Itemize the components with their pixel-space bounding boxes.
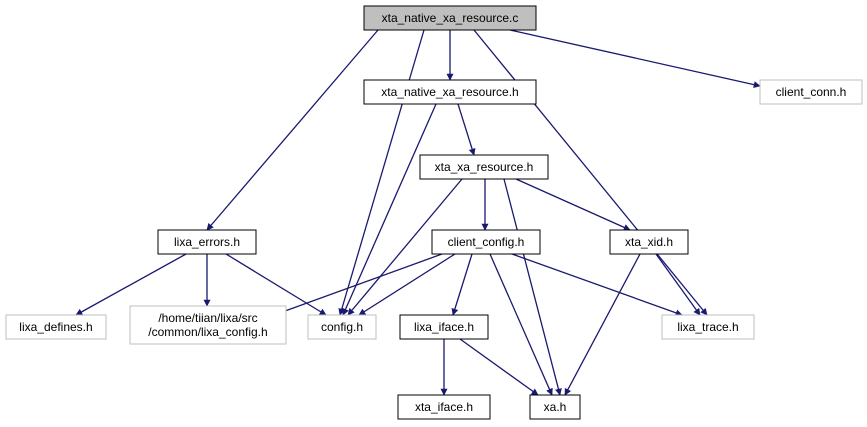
node-lixa-iface-h-box <box>399 314 489 340</box>
node-xta-iface-h-box <box>397 394 491 420</box>
node-lixa-errors-h[interactable]: lixa_errors.h <box>157 229 257 255</box>
node-xta-native-xa-resource-h-label: xta_native_xa_resource.h <box>381 85 518 99</box>
node-config-h-label: config.h <box>321 320 363 334</box>
node-xa-h[interactable]: xa.h <box>529 394 581 420</box>
node-config-h[interactable]: config.h <box>307 314 377 340</box>
edge-root-to-lixa-trace <box>473 29 708 316</box>
node-xta-iface-h[interactable]: xta_iface.h <box>397 394 491 420</box>
node-lixa-trace-h-label: lixa_trace.h <box>677 320 738 334</box>
node-xta-iface-h-label: xta_iface.h <box>415 400 473 414</box>
node-lixa-config-h[interactable]: /home/tiian/lixa/src/common/lixa_config.… <box>129 305 287 345</box>
edge-client-config-to-lixa-iface <box>451 253 473 316</box>
node-lixa-defines-h-box <box>5 314 107 340</box>
node-client-conn-h-box <box>759 79 863 105</box>
node-lixa-defines-h[interactable]: lixa_defines.h <box>5 314 107 340</box>
node-lixa-errors-h-label: lixa_errors.h <box>174 235 240 249</box>
node-lixa-iface-h[interactable]: lixa_iface.h <box>399 314 489 340</box>
edge-client-config-to-xa <box>489 253 553 396</box>
node-client-conn-h-label: client_conn.h <box>776 85 847 99</box>
node-xa-h-box <box>529 394 581 420</box>
node-xta-xa-resource-h-label: xta_xa_resource.h <box>435 160 534 174</box>
edge-xnar-h-to-xxr-h <box>457 103 476 156</box>
node-lixa-config-h-label: /common/lixa_config.h <box>148 325 267 339</box>
node-client-config-h-label: client_config.h <box>448 235 525 249</box>
node-lixa-config-h-label: /home/tiian/lixa/src <box>158 311 257 325</box>
edge-lixa-iface-to-xa <box>459 338 539 396</box>
node-xta-native-xa-resource-c-label: xta_native_xa_resource.c <box>382 11 519 25</box>
node-xta-native-xa-resource-c[interactable]: xta_native_xa_resource.c <box>363 5 537 31</box>
edge-xxr-h-to-config <box>347 178 463 316</box>
edge-xta-xid-to-xa <box>564 253 641 396</box>
node-lixa-trace-h[interactable]: lixa_trace.h <box>661 314 755 340</box>
edge-root-to-client-conn <box>509 29 761 89</box>
edge-xxr-h-to-xa <box>503 178 562 396</box>
node-lixa-defines-h-label: lixa_defines.h <box>19 320 92 334</box>
node-xta-xid-h-label: xta_xid.h <box>625 235 673 249</box>
edge-client-config-to-config <box>358 253 456 316</box>
node-xta-native-xa-resource-h[interactable]: xta_native_xa_resource.h <box>363 79 537 105</box>
node-client-config-h[interactable]: client_config.h <box>431 229 541 255</box>
node-lixa-config-h-box <box>129 305 287 345</box>
node-xta-xa-resource-h-box <box>419 154 549 180</box>
node-xta-xid-h[interactable]: xta_xid.h <box>609 229 689 255</box>
edge-client-config-to-lixa-trace <box>511 253 683 317</box>
node-xta-native-xa-resource-c-box <box>363 5 537 31</box>
node-lixa-iface-h-label: lixa_iface.h <box>414 320 474 334</box>
node-xta-native-xa-resource-h-box <box>363 79 537 105</box>
edge-xxr-h-to-xta-xid <box>515 178 631 231</box>
node-client-config-h-box <box>431 229 541 255</box>
nodes-layer: xta_native_xa_resource.c xta_native_xa_re… <box>5 5 863 420</box>
edge-root-to-lixa-errors <box>206 29 379 231</box>
node-lixa-trace-h-box <box>661 314 755 340</box>
edge-lixa-errors-to-lixa-defines <box>75 253 187 316</box>
node-client-conn-h[interactable]: client_conn.h <box>759 79 863 105</box>
node-xta-xid-h-box <box>609 229 689 255</box>
edge-lixa-errors-to-config <box>225 253 327 316</box>
node-config-h-box <box>307 314 377 340</box>
node-xta-xa-resource-h[interactable]: xta_xa_resource.h <box>419 154 549 180</box>
edge-xta-xid-to-lixa-trace <box>655 253 701 316</box>
edge-xnar-h-to-config <box>342 103 437 316</box>
edge-client-config-to-lixa-config <box>273 253 443 317</box>
node-lixa-errors-h-box <box>157 229 257 255</box>
edge-root-to-config <box>338 29 425 316</box>
edges-layer <box>75 29 761 396</box>
node-xa-h-label: xa.h <box>544 400 567 414</box>
